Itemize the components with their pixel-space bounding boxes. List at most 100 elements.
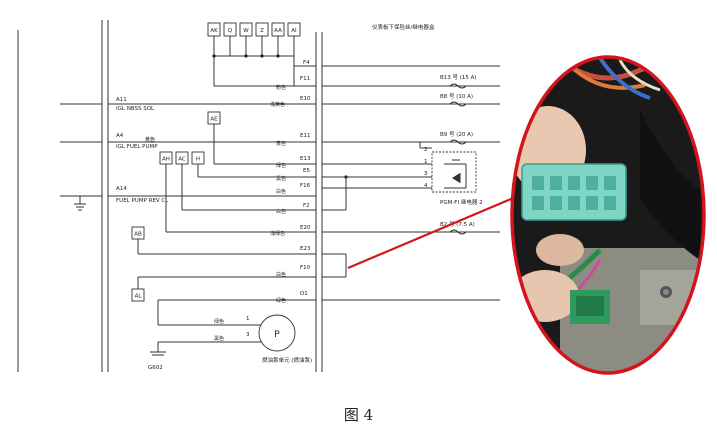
fuse-label: B8 号 (10 A) <box>440 93 473 100</box>
ecm-block <box>17 20 109 372</box>
fuse-b13: B13 号 (15 A) <box>440 74 477 89</box>
connector-row-d1: D1 绿色 <box>158 291 500 304</box>
wire-color: 白色 <box>276 188 286 195</box>
connector-row-e11: E11 黄色 <box>276 133 500 147</box>
pin-label: E23 <box>300 246 311 252</box>
ground-label: G602 <box>148 365 163 371</box>
relay-pin: 4 <box>424 183 428 189</box>
terminal-label: Q <box>228 28 233 34</box>
connector-row-e20: E20 浅绿色 <box>166 225 500 237</box>
pump-wire-color: 黑色 <box>214 335 224 342</box>
fuse-b2: B2 号 (7.5 A) <box>440 221 475 235</box>
ground-icon <box>150 351 166 356</box>
signal-code: A4 <box>116 133 124 139</box>
pin-label: E5 <box>303 168 310 174</box>
relay-pin: 3 <box>424 171 428 177</box>
fuel-pump-unit: 绿色 黑色 1 3 P 燃油泵单元 (燃油泵) <box>157 300 312 364</box>
wire-color: 白色 <box>276 208 286 215</box>
pointer-line <box>347 194 519 270</box>
connector-row-f10: F10 白色 <box>138 254 347 278</box>
pin-label: F16 <box>300 183 311 189</box>
connector-row-e13: E13 绿色 <box>214 156 420 169</box>
fuse-b8: B8 号 (10 A) <box>440 93 473 107</box>
wire-color: 黄色 <box>276 140 286 147</box>
pin-label: E13 <box>300 156 311 162</box>
top-terminals: AK Q W Z AA AI <box>207 22 316 87</box>
wire-color: 黑色 <box>276 175 286 182</box>
relay-pgm-fi-2: 2 1 3 4 PGM-FI 继电器 2 <box>419 142 483 206</box>
terminal-label: AI <box>291 28 297 34</box>
terminal-label: AL <box>135 294 143 300</box>
connector-row-f11: F11 粉色 <box>276 76 500 91</box>
left-signal-a11: A11 IGL NBSS SOL <box>108 97 316 112</box>
fuse-label: B9 号 (20 A) <box>440 131 473 138</box>
wire-color: 白色 <box>276 271 286 278</box>
connector-row-f16: F16 白色 <box>276 183 420 195</box>
relay-label: PGM-FI 继电器 2 <box>440 198 483 206</box>
pin-label: F4 <box>303 60 310 66</box>
terminal-label: AB <box>134 232 142 238</box>
connector-row-e23: E23 <box>138 246 346 255</box>
connector-row-f4: F4 <box>303 60 500 67</box>
pin-label: F11 <box>300 76 310 82</box>
terminal-label: AK <box>210 28 218 34</box>
mid-terminal-ac: AC <box>175 151 189 210</box>
figure-caption: 图 4 <box>343 406 374 424</box>
connector-row-f2: F2 白色 <box>182 177 347 215</box>
ground-icon <box>74 196 86 211</box>
pin-label: E10 <box>300 96 311 102</box>
fuse-label: B13 号 (15 A) <box>440 74 477 81</box>
fuse-icon <box>449 101 467 107</box>
relay-pin: 2 <box>424 147 428 153</box>
signal-code: A14 <box>116 186 127 192</box>
motor-icon: P <box>258 314 296 352</box>
wire-color: 粉色 <box>276 84 286 91</box>
mid-terminal-ah: AH <box>159 151 173 232</box>
terminal-label: W <box>243 28 249 34</box>
terminal-label: AH <box>162 157 170 163</box>
pump-pin: 1 <box>246 316 250 322</box>
pin-label: F10 <box>300 265 311 271</box>
pin-label: E11 <box>300 133 310 139</box>
signal-name: FUEL PUMP REV CL <box>116 198 169 204</box>
mid-terminal-al: AL <box>131 277 145 302</box>
connector-photo <box>510 55 706 375</box>
terminal-label: AA <box>274 28 282 34</box>
diode-icon <box>452 173 461 183</box>
signal-name: IGL NBSS SOL <box>116 106 155 112</box>
pump-wire-color: 绿色 <box>214 318 224 325</box>
pump-label: 燃油泵单元 (燃油泵) <box>262 356 312 364</box>
wire-color: 绿色 <box>276 162 286 169</box>
pin-label: D1 <box>300 291 308 297</box>
fuse-b9: B9 号 (20 A) <box>440 131 473 145</box>
pump-pin: 3 <box>246 332 250 338</box>
mid-terminal-ae: AE <box>207 111 221 164</box>
signal-code: A11 <box>116 97 127 103</box>
ground-g602: G602 <box>148 351 166 371</box>
wire-color: 浅黄色 <box>270 101 285 108</box>
terminal-label: AC <box>178 157 186 163</box>
signal-color: 黄色 <box>145 136 155 143</box>
terminal-label: Z <box>260 28 264 34</box>
signal-name: IGL FUEL PUMP <box>116 144 158 150</box>
pump-symbol: P <box>274 330 280 340</box>
left-signal-a4: A4 黄色 IGL FUEL PUMP <box>108 133 316 150</box>
fuse-box-header: 仪表板下保险丝/继电器盒 <box>372 23 435 31</box>
connector-row-e10: E10 浅黄色 <box>270 96 500 108</box>
terminal-label: H <box>196 157 200 163</box>
terminal-label: AE <box>210 117 218 123</box>
pin-label: E20 <box>300 225 311 231</box>
fuse-icon <box>449 83 467 89</box>
fuse-label: B2 号 (7.5 A) <box>440 221 475 228</box>
left-signal-a14: A14 FUEL PUMP REV CL <box>108 186 316 204</box>
relay-pin: 1 <box>424 159 428 165</box>
fuse-icon <box>449 229 467 235</box>
pin-label: F2 <box>303 203 310 209</box>
connector-row-e5: E5 黑色 <box>198 168 420 182</box>
mid-terminal-ab: AB <box>131 226 145 254</box>
connector-column <box>315 32 323 372</box>
wire-color: 浅绿色 <box>270 230 285 237</box>
mid-terminal-h: H <box>191 151 205 177</box>
fuse-icon <box>449 139 467 145</box>
